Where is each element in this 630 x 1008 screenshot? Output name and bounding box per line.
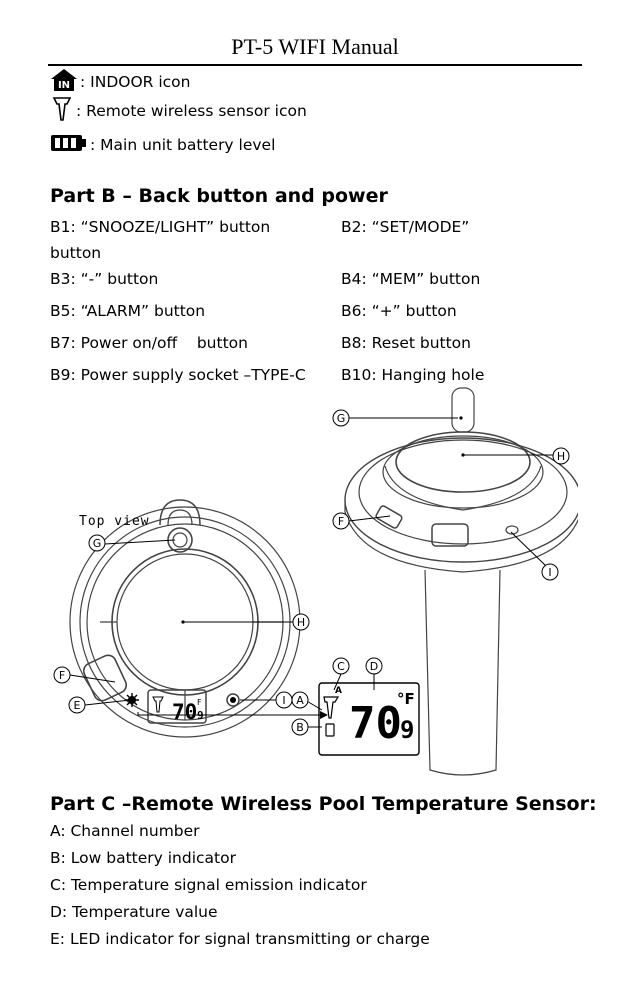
part-c-item-d: D: Temperature value [50, 903, 218, 921]
callout-f-left [53, 666, 71, 684]
header-rule [48, 64, 582, 66]
svg-text:B: B [296, 721, 304, 734]
top-view-label: Top view [79, 514, 150, 529]
svg-text:IN: IN [58, 80, 70, 91]
svg-text:A: A [296, 694, 304, 707]
b5-line: B5: “ALARM” button [50, 302, 206, 320]
large-lcd-unit: °F [397, 690, 415, 708]
perspective-device [344, 387, 578, 776]
b2-line: B2: “SET/MODE” [341, 218, 470, 236]
b2-wrap-line: button [50, 244, 102, 262]
battery-icon-label: : Main unit battery level [90, 136, 276, 154]
sensor-diagram: G H F I G H F E I C D A B Top view 70 9 … [53, 387, 578, 776]
svg-text:H: H [557, 450, 565, 463]
low-battery-glyph [325, 723, 335, 737]
indoor-icon-label: : INDOOR icon [80, 73, 191, 91]
callout-a [291, 691, 309, 709]
b9-line: B9: Power supply socket –TYPE-C [50, 366, 306, 384]
svg-text:I: I [282, 694, 285, 707]
svg-text:G: G [337, 412, 346, 425]
remote-icon-label: : Remote wireless sensor icon [76, 102, 307, 120]
part-c-heading: Part C –Remote Wireless Pool Temperature… [50, 793, 597, 815]
callout-h-right [552, 447, 570, 465]
b3-line: B3: “-” button [50, 270, 159, 288]
large-lcd-decimal: 9 [400, 716, 414, 744]
b4-line: B4: “MEM” button [341, 270, 481, 288]
callout-b [291, 718, 309, 736]
callout-d [365, 657, 383, 675]
svg-text:G: G [93, 537, 102, 550]
svg-text:F: F [338, 515, 344, 528]
part-c-item-a: A: Channel number [50, 822, 200, 840]
part-c-item-e: E: LED indicator for signal transmitting… [50, 930, 430, 948]
callout-c [332, 657, 350, 675]
indoor-icon-row: IN : INDOOR icon [50, 68, 190, 96]
page-header: PT-5 WIFI Manual [231, 34, 399, 59]
indoor-house-icon: IN [50, 68, 78, 96]
svg-text:I: I [548, 566, 551, 579]
large-lcd-channel: A [335, 686, 342, 696]
callout-g-left [88, 534, 106, 552]
b10-line: B10: Hanging hole [341, 366, 485, 384]
callout-i-right [541, 563, 559, 581]
part-c-item-b: B: Low battery indicator [50, 849, 236, 867]
part-c-item-c: C: Temperature signal emission indicator [50, 876, 367, 894]
callout-h-left [292, 613, 310, 631]
remote-icon-row: : Remote wireless sensor icon [50, 96, 307, 126]
b1-line: B1: “SNOOZE/LIGHT” button [50, 218, 271, 236]
callout-g-right [332, 409, 350, 427]
led-indicator [125, 693, 139, 707]
large-lcd-temp: 70 [349, 698, 402, 749]
battery-icon [50, 134, 88, 156]
part-b-heading: Part B – Back button and power [50, 185, 388, 207]
small-lcd-unit: F [197, 698, 202, 707]
small-lcd-temp: 70 [172, 700, 197, 724]
svg-text:H: H [297, 616, 305, 629]
svg-text:E: E [74, 699, 81, 712]
svg-text:C: C [337, 660, 345, 673]
callout-e-left [68, 696, 86, 714]
b7-line: B7: Power on/off button [50, 334, 248, 352]
b6-line: B6: “+” button [341, 302, 457, 320]
battery-icon-row: : Main unit battery level [50, 134, 275, 156]
svg-text:F: F [59, 669, 65, 682]
remote-sensor-icon [50, 96, 74, 126]
b8-line: B8: Reset button [341, 334, 471, 352]
small-lcd-decimal: 9 [197, 709, 204, 722]
svg-text:D: D [370, 660, 378, 673]
callout-f-right [332, 512, 350, 530]
